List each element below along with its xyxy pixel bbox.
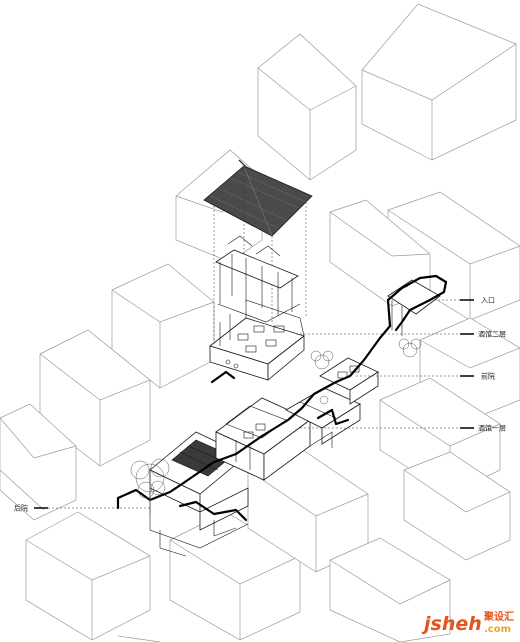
context-buildings [0,3,520,642]
tree-back-yard [130,458,170,514]
label-front-yard: 前院 [481,372,495,381]
main-building [149,279,441,557]
watermark-logo-sub1: 聚设汇 [483,610,514,623]
tree-front-yard [310,338,422,405]
site-boundary [116,274,448,522]
label-bar-floor2: 酒馆二层 [478,330,506,339]
watermark-logo: jsheh 聚设汇 .com [421,610,514,635]
projection-lines [149,168,307,506]
courtyard-trees [130,338,422,514]
bar-floor2-plate [209,299,305,381]
timber-frame [215,235,301,323]
watermark-logo-sub2: .com [484,624,511,635]
label-entrance: 入口 [481,297,495,305]
watermark-logo-text: jsheh [421,613,482,635]
label-bar-floor1: 酒馆一层 [478,424,506,433]
label-back-yard: 后院 [14,504,28,513]
annotation-leaders [34,299,474,509]
